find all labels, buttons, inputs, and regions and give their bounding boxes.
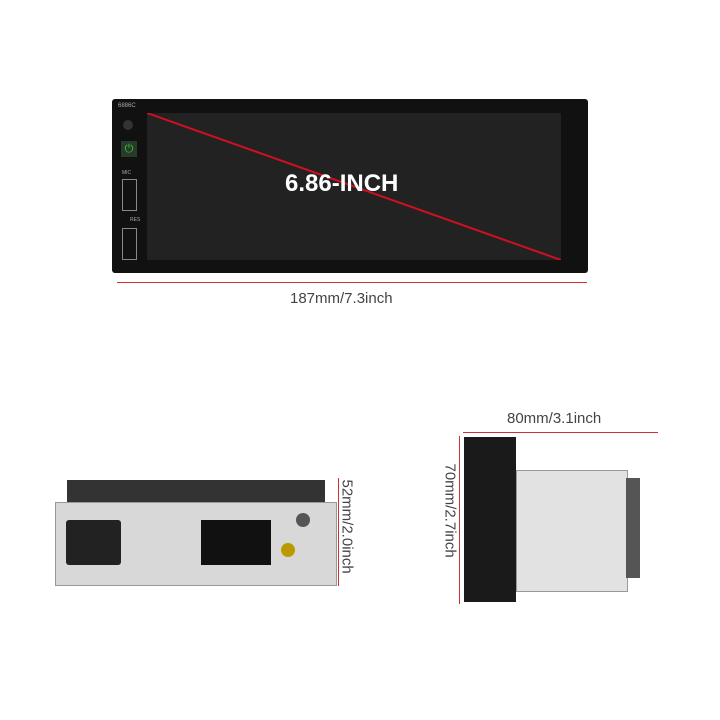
model-label: 6886C [118, 103, 136, 109]
power-button[interactable]: ⏻ [121, 141, 137, 157]
screen-size-label: 6.86-INCH [285, 170, 399, 197]
screen: 6.86-INCH [147, 113, 561, 260]
width-line [117, 282, 587, 283]
depth-line [463, 432, 658, 433]
antenna-jack [281, 543, 295, 557]
iso-connector [66, 520, 121, 565]
front-panel: 6886C ⏻ MIC RES 6.86-INCH [112, 99, 588, 273]
depth-label: 80mm/3.1inch [507, 410, 602, 427]
diagonal-line [147, 113, 561, 260]
ir-sensor-icon [123, 120, 133, 130]
usb-port[interactable] [122, 228, 137, 260]
back-top-heatsink [67, 480, 325, 502]
width-label: 187mm/7.3inch [290, 290, 393, 307]
mic-label: MIC [122, 170, 132, 176]
rca-jacks [201, 520, 271, 565]
usb-port[interactable] [122, 179, 137, 211]
back-height-label: 52mm/2.0inch [338, 479, 356, 574]
ground-screw [296, 513, 310, 527]
side-height-label: 70mm/2.7inch [441, 463, 459, 558]
side-chassis [516, 470, 628, 592]
back-panel [55, 502, 337, 586]
side-bracket [626, 478, 640, 578]
side-height-line [459, 436, 460, 604]
side-front-bezel [464, 437, 516, 602]
res-label: RES [130, 217, 141, 223]
back-height-line [338, 478, 339, 586]
